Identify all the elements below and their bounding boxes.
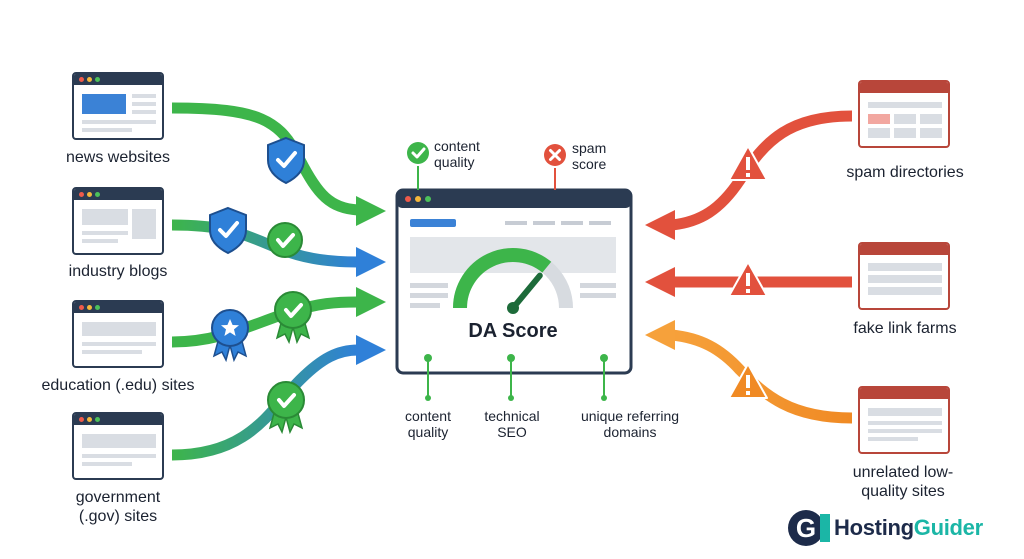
check-ribbon-icon [274,291,312,345]
gauge-needle [510,272,543,311]
arrow-blogs-head [356,247,386,277]
top-factor-content-quality: content quality [434,138,480,170]
arrow-edu-head [356,287,386,317]
arrow-unrelated-head [645,320,675,350]
unrelated-sites-window-icon [858,386,950,454]
gauge-fill [453,248,552,309]
arrow-unrelated [671,329,853,424]
blogs-window-icon [72,187,164,255]
education-sites-label: education (.edu) sites [41,377,195,394]
fake-link-farms-label: fake link farms [853,320,957,337]
bottom-factor-content-quality: content quality [405,408,451,440]
warning-triangle-icon [728,261,768,297]
government-sites-label: government (.gov) sites [75,489,161,525]
brand-mark-icon: G [788,510,830,546]
check-ribbon-icon [267,381,305,435]
bottom-factor-technical-seo: technical SEO [484,408,540,440]
check-circle-icon [407,142,429,164]
star-ribbon-icon [211,309,249,363]
da-score-window [395,188,633,375]
top-factor-spam-score: spam score [572,140,607,172]
unrelated-sites-label: unrelated low-quality sites [852,464,954,500]
news-websites-label: news websites [65,149,171,166]
warning-triangle-icon [728,145,768,181]
shield-check-icon [267,136,305,185]
arrow-farms-head [645,267,675,297]
arrow-edu [171,296,359,348]
edu-window-icon [72,300,164,368]
shield-check-icon [209,206,247,255]
news-window-icon [72,72,164,140]
link-farms-window-icon [858,242,950,310]
da-score-title: DA Score [468,320,558,342]
arrow-news-head [356,196,386,226]
arrow-spam-head [645,210,675,240]
spam-directories-window-icon [858,80,950,148]
industry-blogs-label: industry blogs [68,263,168,280]
bottom-factor-unique-domains: unique referring domains [580,408,680,440]
arrow-gov [171,344,359,461]
brand-name-part2: Guider [913,515,983,540]
x-circle-icon [544,144,566,166]
brand-name: HostingGuider [834,515,983,541]
arrow-gov-head [356,335,386,365]
brand-name-part1: Hosting [834,515,914,540]
brand-logo: G HostingGuider [788,508,983,548]
spam-directories-label: spam directories [846,164,964,181]
check-badge-icon [267,222,303,258]
arrow-blogs [171,219,359,268]
warning-triangle-icon [728,363,768,399]
gov-window-icon [72,412,164,480]
